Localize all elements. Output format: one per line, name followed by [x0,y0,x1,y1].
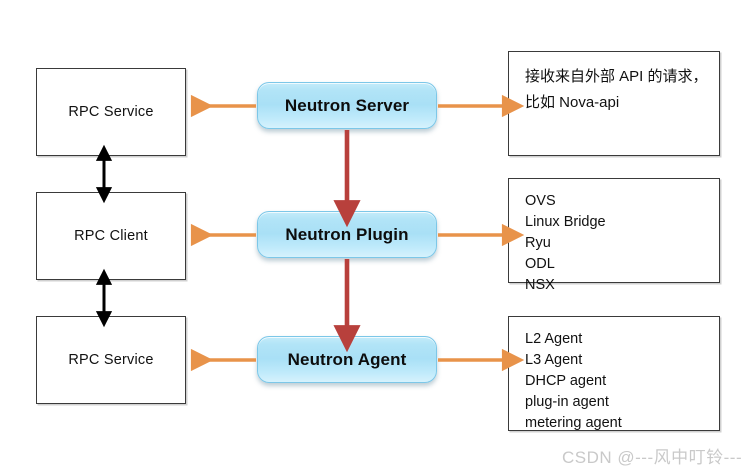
note-box-agents: L2 Agent L3 Agent DHCP agent plug-in age… [508,316,720,431]
note-line: L2 Agent [525,331,583,347]
rpc-client-box: RPC Client [36,192,186,280]
note-line: L3 Agent [525,352,583,368]
note-line: Ryu [525,235,551,251]
note-box-plugins: OVS Linux Bridge Ryu ODL NSX [508,178,720,293]
note-line: NSX [525,277,555,293]
note-line: OVS [525,193,556,209]
note-line: 比如 Nova-api [525,94,620,111]
neutron-plugin-label: Neutron Plugin [285,224,409,244]
note-line: 接收来自外部 API 的请求， [525,68,708,85]
rpc-service-box-bottom: RPC Service [36,316,186,404]
neutron-agent-box: Neutron Agent [257,336,437,383]
rpc-service-top-label: RPC Service [68,104,154,120]
rpc-service-bottom-label: RPC Service [68,352,154,368]
neutron-agent-label: Neutron Agent [287,349,407,369]
neutron-plugin-box: Neutron Plugin [257,211,437,258]
rpc-service-box-top: RPC Service [36,68,186,156]
rpc-client-label: RPC Client [74,228,148,244]
neutron-server-label: Neutron Server [284,95,410,115]
note-line: metering agent [525,415,622,431]
neutron-server-box: Neutron Server [257,82,437,129]
csdn-watermark: CSDN @---风中叮铃--- [562,448,743,467]
note-line: DHCP agent [525,373,607,389]
note-line: plug-in agent [525,394,609,410]
note-box-api-requests: 接收来自外部 API 的请求， 比如 Nova-api [508,51,720,156]
note-line: ODL [525,256,555,272]
note-line: Linux Bridge [525,214,606,230]
